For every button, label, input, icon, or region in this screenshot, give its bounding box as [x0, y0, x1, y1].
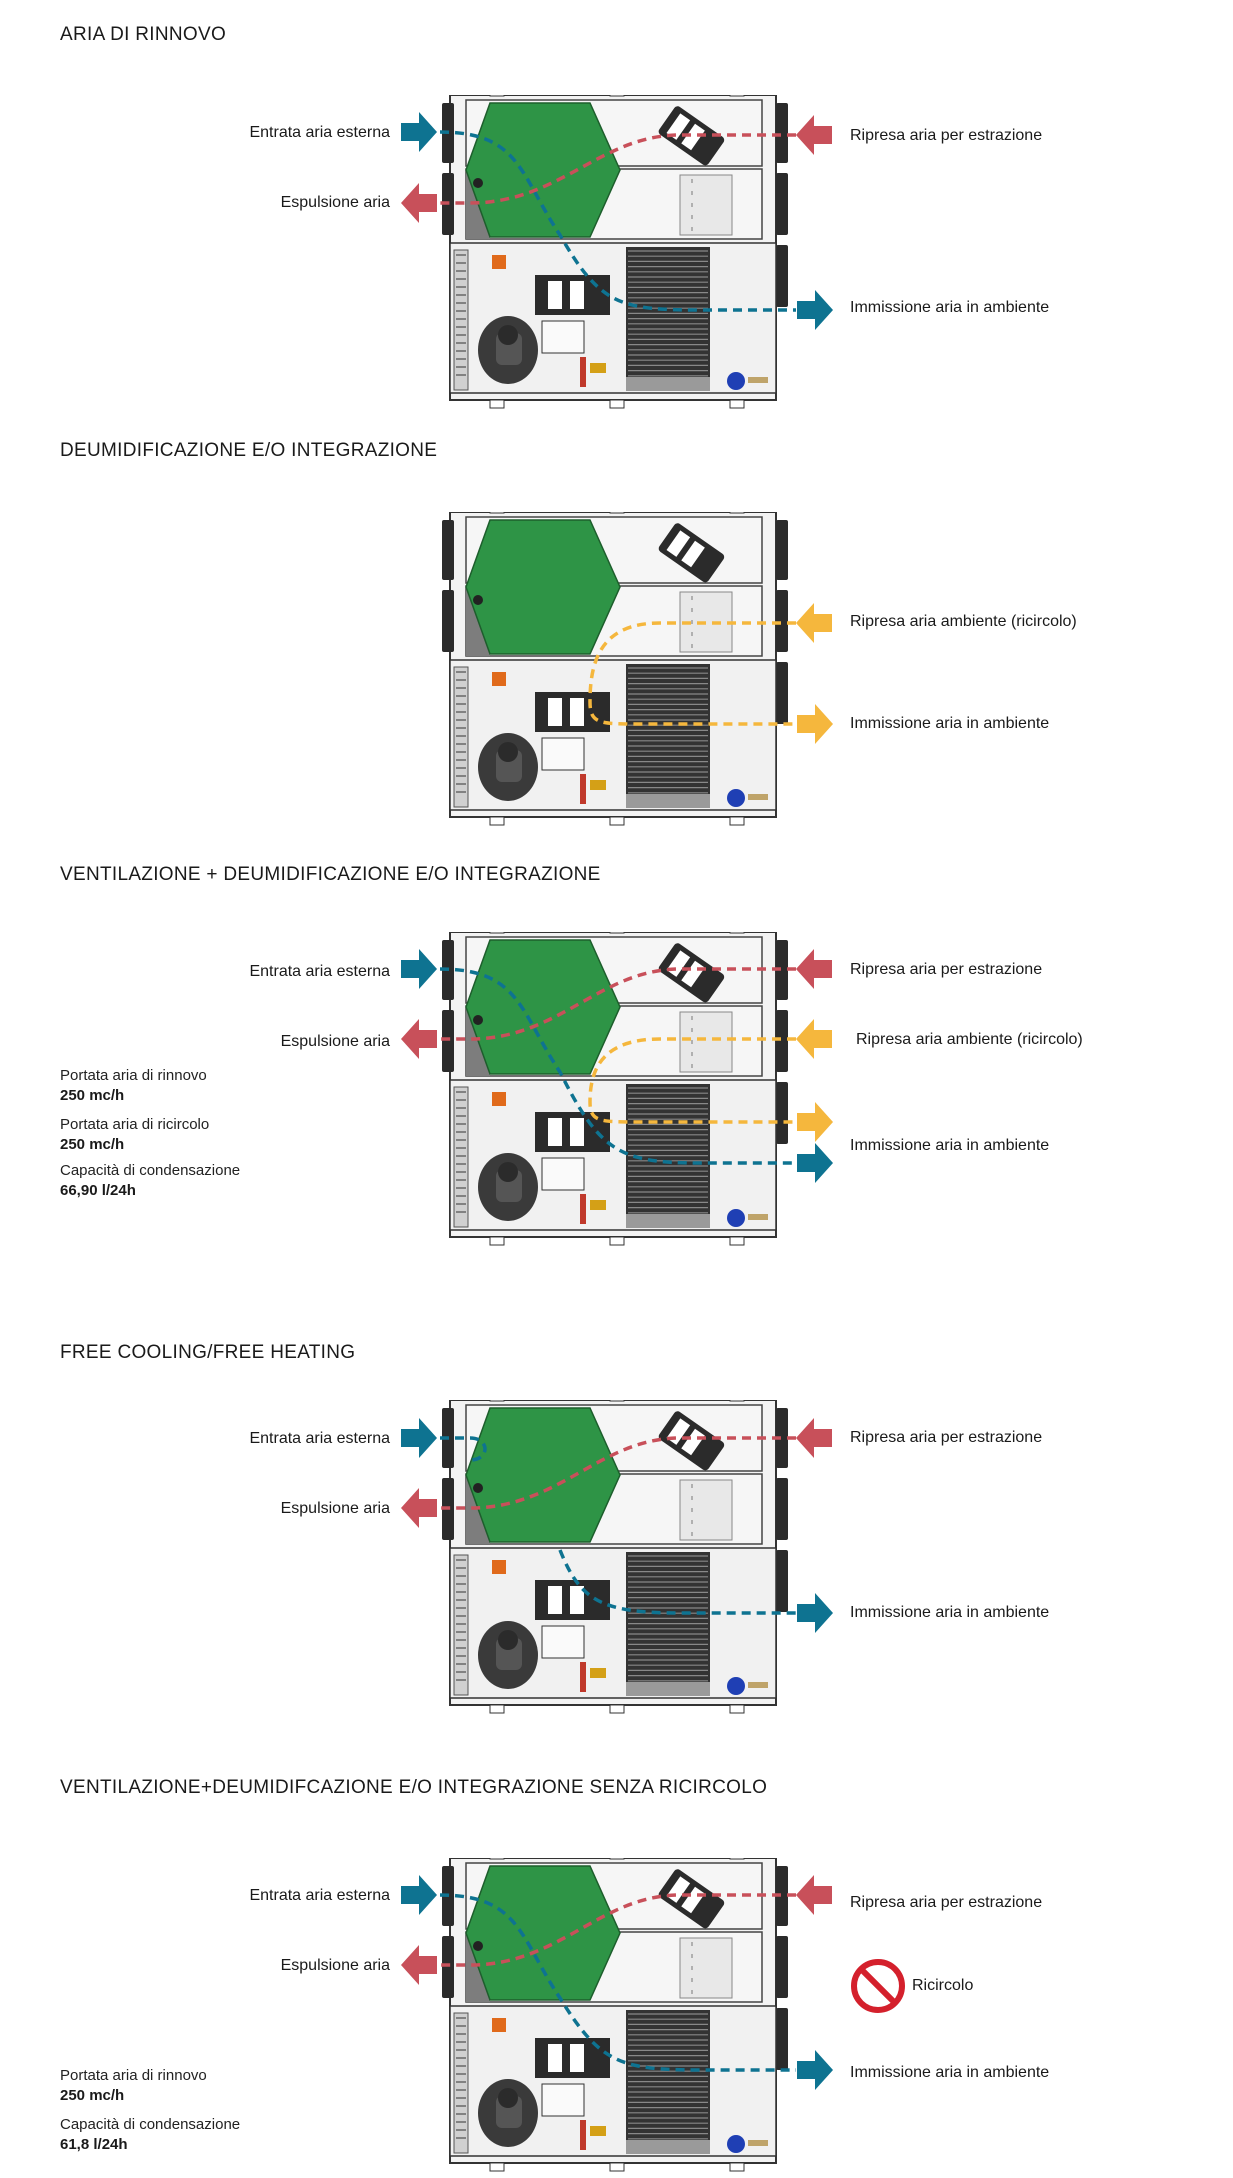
unit-diagram [430, 932, 810, 1252]
label-espulsione-aria: Espulsione aria [280, 1500, 390, 1517]
label-ripresa-aria-estrazione: Ripresa aria per estrazione [850, 1429, 1043, 1446]
info-value: 61,8 l/24h [60, 2136, 128, 2153]
info-key: Capacità di condensazione [60, 2116, 241, 2133]
label-espulsione-aria: Espulsione aria [280, 194, 390, 211]
label-ripresa-aria-estrazione: Ripresa aria per estrazione [850, 1894, 1043, 1911]
section-title: VENTILAZIONE + DEUMIDIFICAZIONE E/O INTE… [60, 864, 601, 885]
section-ventilazione-deumidificazione: VENTILAZIONE + DEUMIDIFICAZIONE E/O INTE… [0, 840, 1233, 1300]
label-ricircolo: Ricircolo [912, 1977, 974, 1994]
label-entrata-aria-esterna: Entrata aria esterna [249, 1430, 390, 1447]
label-entrata-aria-esterna: Entrata aria esterna [249, 124, 390, 141]
info-block: Portata aria di rinnovo 250 mc/h Capacit… [60, 2066, 240, 2164]
no-entry-icon [851, 1959, 905, 2013]
label-espulsione-aria: Espulsione aria [280, 1957, 390, 1974]
label-immissione-aria: Immissione aria in ambiente [850, 1604, 1050, 1621]
info-key: Portata aria di rinnovo [60, 1067, 207, 1084]
label-immissione-aria: Immissione aria in ambiente [850, 2064, 1050, 2081]
unit-diagram [430, 512, 810, 832]
ventilation-unit-illustration [442, 932, 788, 1246]
info-value: 250 mc/h [60, 1136, 125, 1153]
unit-diagram [430, 1400, 810, 1720]
section-aria-di-rinnovo: ARIA DI RINNOVO Entrata aria esterna Esp… [0, 0, 1233, 420]
info-key: Capacità di condensazione [60, 1162, 241, 1179]
unit-diagram [430, 95, 810, 415]
info-key: Portata aria di rinnovo [60, 2067, 207, 2084]
unit-diagram [430, 1858, 810, 2178]
ventilation-unit-illustration [442, 95, 788, 409]
label-immissione-aria: Immissione aria in ambiente [850, 715, 1050, 732]
section-title: ARIA DI RINNOVO [60, 24, 227, 45]
label-entrata-aria-esterna: Entrata aria esterna [249, 1887, 390, 1904]
label-ripresa-aria-estrazione: Ripresa aria per estrazione [850, 127, 1043, 144]
section-title: FREE COOLING/FREE HEATING [60, 1342, 356, 1363]
ventilation-unit-illustration [442, 512, 788, 826]
ventilation-unit-illustration [442, 1400, 788, 1714]
label-espulsione-aria: Espulsione aria [280, 1033, 390, 1050]
label-immissione-aria: Immissione aria in ambiente [850, 299, 1050, 316]
info-value: 250 mc/h [60, 1087, 125, 1104]
info-value: 250 mc/h [60, 2087, 125, 2104]
label-ripresa-aria-ambiente: Ripresa aria ambiente (ricircolo) [856, 1031, 1083, 1048]
section-deumidificazione: DEUMIDIFICAZIONE E/O INTEGRAZIONE Ripres… [0, 420, 1233, 840]
label-ripresa-aria-estrazione: Ripresa aria per estrazione [850, 961, 1043, 978]
section-senza-ricircolo: VENTILAZIONE+DEUMIDIFCAZIONE E/O INTEGRA… [0, 1760, 1233, 2176]
info-block: Portata aria di rinnovo 250 mc/h Portata… [60, 1066, 240, 1210]
section-free-cooling: FREE COOLING/FREE HEATING Entrata aria e… [0, 1300, 1233, 1760]
info-value: 66,90 l/24h [60, 1182, 136, 1199]
label-entrata-aria-esterna: Entrata aria esterna [249, 963, 390, 980]
label-ripresa-aria-ambiente: Ripresa aria ambiente (ricircolo) [850, 613, 1077, 630]
section-title: VENTILAZIONE+DEUMIDIFCAZIONE E/O INTEGRA… [60, 1777, 768, 1798]
label-immissione-aria: Immissione aria in ambiente [850, 1137, 1050, 1154]
info-key: Portata aria di ricircolo [60, 1116, 210, 1133]
section-title: DEUMIDIFICAZIONE E/O INTEGRAZIONE [60, 440, 438, 461]
ventilation-unit-illustration [442, 1858, 788, 2172]
